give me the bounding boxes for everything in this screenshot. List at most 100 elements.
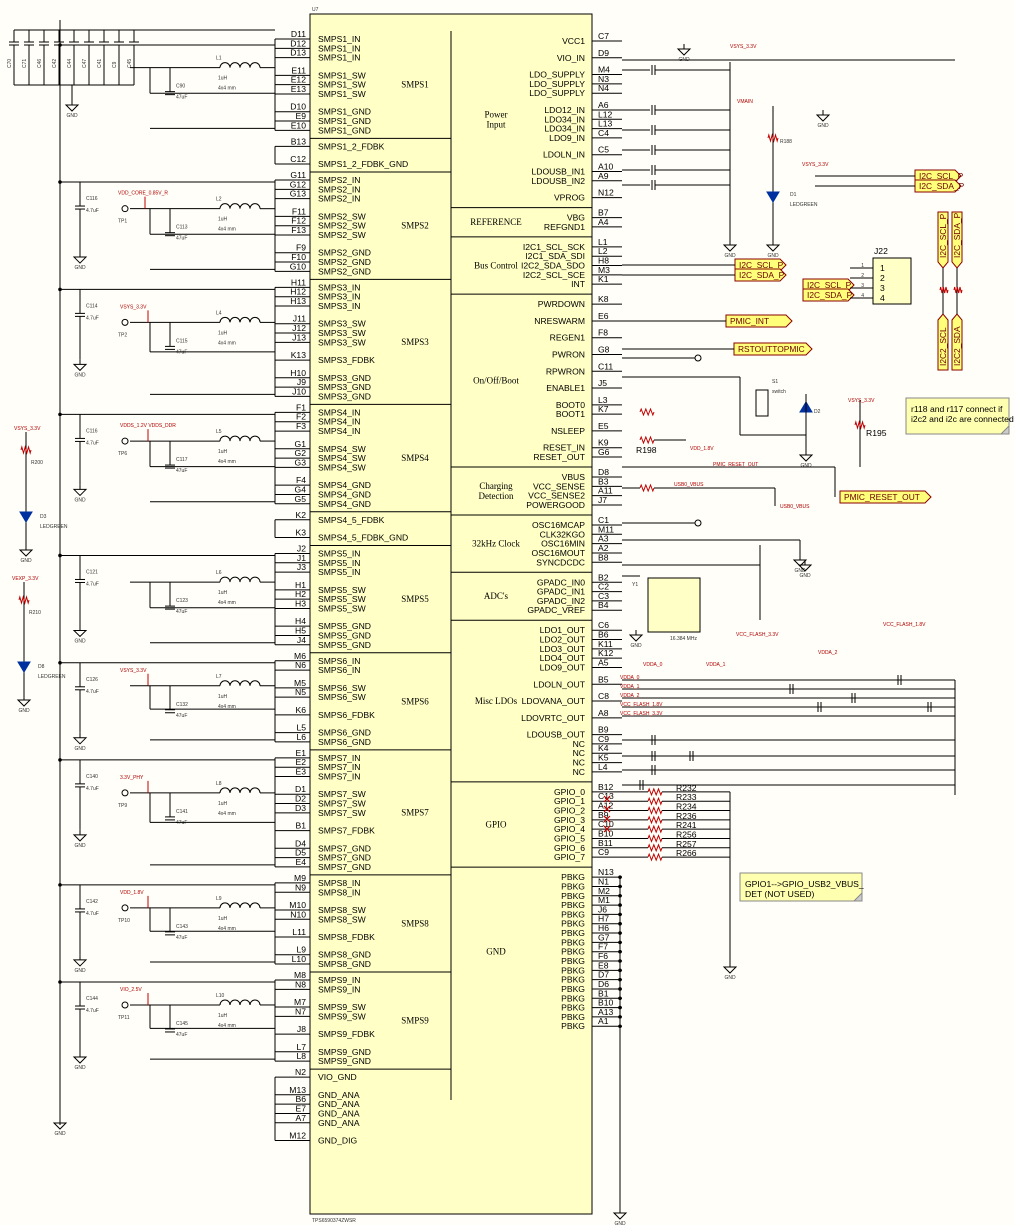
inductor-ref: L2	[216, 197, 222, 203]
inductor-value: 1uH	[218, 801, 228, 807]
connector-pin-label: 1	[861, 263, 864, 269]
phase-ground	[72, 252, 88, 264]
inductor-value: 1uH	[218, 916, 228, 922]
pin-number: H11	[291, 277, 306, 287]
pin-number: L4	[598, 762, 608, 772]
pin-name: SMPS6_SW	[318, 692, 367, 702]
nc-mark	[603, 795, 611, 803]
pin-number: H8	[598, 256, 609, 266]
input-cap-ref: C140	[86, 774, 98, 780]
pin-number: B7	[598, 208, 609, 218]
pin-number: F2	[296, 412, 306, 422]
pin-name: PBKG	[561, 956, 585, 966]
pin-number: C12	[290, 154, 306, 164]
pin-number: F11	[292, 206, 306, 216]
pin-name: SMPS1_IN	[318, 53, 361, 63]
pin-number: L9	[296, 945, 306, 955]
pin-number: C6	[598, 620, 609, 630]
pin-name: SMPS1_IN	[318, 43, 361, 53]
pin-number: K9	[598, 438, 609, 448]
boot0-resistor	[639, 407, 655, 417]
r198-ref: R198	[636, 445, 657, 455]
pin-name: SMPS7_IN	[318, 762, 361, 772]
ldo-cap-ground	[722, 240, 738, 252]
pin-number: B4	[598, 600, 609, 610]
pin-name: SMPS3_IN	[318, 292, 361, 302]
tp-powergood	[694, 519, 702, 527]
ground-label: GND	[794, 568, 806, 574]
pin-name: NRESWARM	[534, 316, 585, 326]
led-d3	[19, 511, 33, 523]
pin-number: G4	[295, 484, 307, 494]
pin-name: SMPS8_FDBK	[318, 932, 375, 942]
pin-number: L2	[598, 246, 608, 256]
output-cap-value: 47uF	[176, 236, 187, 242]
pin-number: G5	[295, 494, 307, 504]
pin-name: SMPS4_IN	[318, 417, 361, 427]
junction-dot	[618, 987, 622, 991]
switch-s1[interactable]	[755, 389, 769, 417]
pin-name: NC	[573, 767, 585, 777]
gpio-ground	[722, 962, 738, 974]
pin-number: C8	[598, 691, 609, 701]
input-cap-value: 4.7uF	[86, 315, 99, 321]
pin-number: N8	[295, 979, 306, 989]
pin-number: M5	[294, 678, 306, 688]
pin-number: L7	[296, 1042, 306, 1052]
buck-inductor	[219, 902, 261, 908]
test-point-ref: TP9	[118, 803, 127, 809]
pin-name: SMPS5_GND	[318, 640, 371, 650]
pin-name: PWRON	[552, 350, 585, 360]
pin-name: SMPS3_SW	[318, 319, 367, 329]
junction-dot	[618, 884, 622, 889]
pin-name: GPADC_VREF	[527, 605, 585, 615]
pin-name: SMPS3_FDBK	[318, 355, 375, 365]
inductor-ref: L1	[216, 56, 222, 62]
buck-inductor	[219, 435, 261, 442]
junction-dot	[618, 1024, 622, 1029]
gpio-pullup-resistor	[647, 824, 663, 834]
pin-number: N13	[598, 867, 614, 877]
i2c-scl-tag-text: I2C_SCL_P	[919, 171, 964, 181]
connector-j22[interactable]	[872, 257, 912, 305]
pin-number: B3	[598, 476, 609, 486]
ground-label: GND	[18, 708, 30, 714]
crystal-y1	[647, 577, 701, 633]
pin-number: E3	[295, 767, 306, 777]
pin-name: SMPS7_IN	[318, 772, 361, 782]
i2c-scl-tag-3-text: I2C_SCL_P	[807, 280, 852, 290]
inductor-ref: L7	[216, 674, 222, 680]
block-label: GPIO	[485, 820, 507, 830]
ground-label: GND	[74, 265, 86, 271]
pin-name: ENABLE1	[546, 383, 585, 393]
pin-name: GPIO_1	[554, 796, 585, 806]
led-d3-resistor-ref: R200	[31, 460, 43, 466]
junction-dot	[618, 893, 622, 898]
inductor-ref: L4	[216, 310, 222, 316]
pin-name: LDOLN_OUT	[533, 679, 585, 689]
buck-inductor	[219, 576, 261, 583]
pin-name: SMPS1_GND	[318, 116, 371, 126]
pin-name: SMPS3_SW	[318, 328, 367, 338]
junction-dot	[618, 959, 622, 963]
pin-name: SMPS1_SW	[318, 70, 367, 80]
pin-number: C2	[598, 582, 609, 592]
input-cap-value: 4.7uF	[86, 581, 99, 587]
gpio-resistor-ref: R236	[676, 811, 697, 821]
pin-number: K2	[295, 510, 306, 520]
test-point-ref: TP6	[118, 451, 127, 457]
pin-number: E7	[295, 1103, 306, 1113]
nc-mark	[603, 825, 611, 833]
pin-number: A11	[598, 486, 613, 496]
ground-label: GND	[678, 57, 690, 63]
rail-label: VSYS_3.3V	[120, 304, 147, 310]
pin-name: LDOVRTC_OUT	[521, 713, 586, 723]
bank-cap-ref: C9	[112, 61, 118, 68]
pin-number: G3	[295, 457, 307, 467]
pin-number: B1	[295, 821, 306, 831]
output-cap-value: 47uF	[176, 713, 187, 719]
